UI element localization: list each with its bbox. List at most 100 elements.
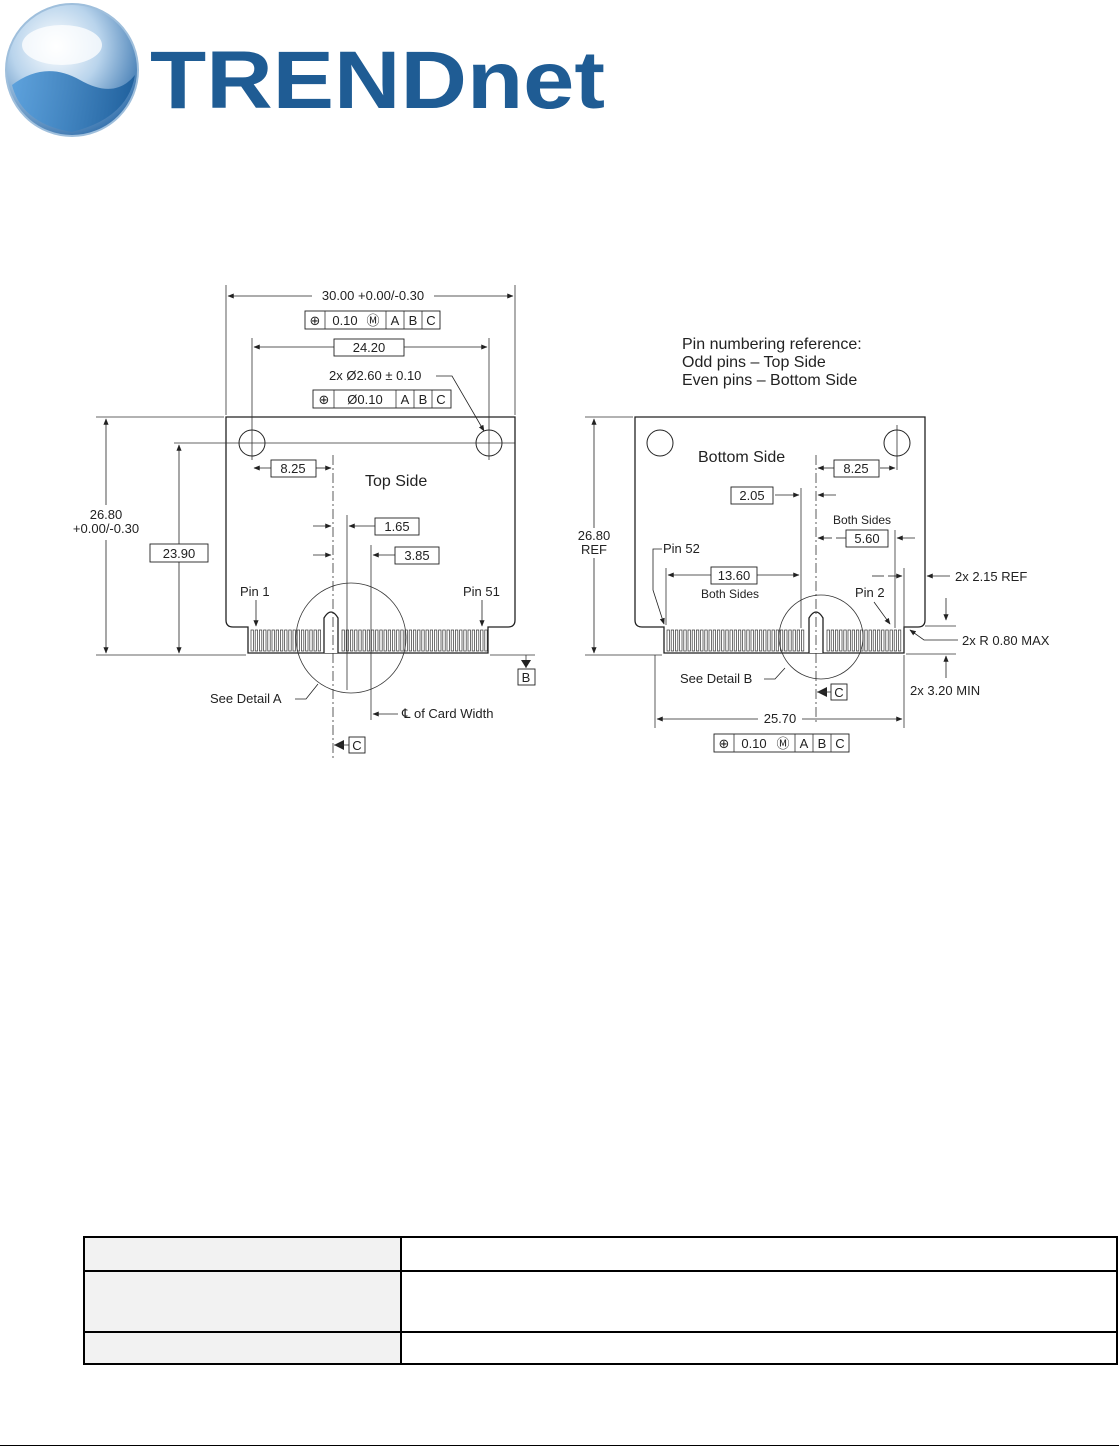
- gold-finger: [792, 629, 796, 652]
- gold-finger: [463, 629, 467, 652]
- table-row: [83, 1236, 1118, 1272]
- bottom-side-label: Bottom Side: [698, 449, 785, 466]
- gold-finger: [725, 629, 729, 652]
- gold-finger: [784, 629, 788, 652]
- svg-text:B: B: [419, 392, 428, 407]
- gold-finger: [835, 629, 839, 652]
- logo-wordmark: TRENDnet: [150, 35, 605, 126]
- gold-finger: [700, 629, 704, 652]
- gold-finger: [288, 629, 292, 652]
- gold-finger: [313, 629, 317, 652]
- svg-text:B: B: [818, 736, 827, 751]
- gold-finger: [375, 629, 379, 652]
- dim-8-25-bottom: 8.25: [843, 461, 868, 476]
- table-row: [83, 1270, 1118, 1333]
- dim-25-70: 25.70: [764, 711, 797, 726]
- svg-text:A: A: [401, 392, 410, 407]
- gold-finger: [396, 629, 400, 652]
- gold-finger: [383, 629, 387, 652]
- gold-finger: [471, 629, 475, 652]
- dim-height-ref: REF: [581, 542, 607, 557]
- gold-finger: [280, 629, 284, 652]
- svg-text:C: C: [436, 392, 445, 407]
- svg-text:Ø0.10: Ø0.10: [347, 392, 382, 407]
- gold-finger: [704, 629, 708, 652]
- gold-finger: [801, 629, 805, 652]
- gold-finger: [271, 629, 275, 652]
- svg-text:B: B: [409, 313, 418, 328]
- gold-finger: [898, 629, 902, 652]
- gold-finger: [839, 629, 843, 652]
- gold-finger: [408, 629, 412, 652]
- gold-finger: [746, 629, 750, 652]
- dim-hole-spacing: 24.20: [353, 340, 386, 355]
- gold-finger: [729, 629, 733, 652]
- gold-finger: [438, 629, 442, 652]
- datum-c-top: C: [352, 738, 361, 753]
- svg-text:Ⓜ: Ⓜ: [366, 313, 379, 328]
- gold-finger: [771, 629, 775, 652]
- see-detail-b: See Detail B: [680, 671, 752, 686]
- top-gold-fingers: [250, 629, 488, 652]
- gold-finger: [670, 629, 674, 652]
- dim-overall-width: 30.00 +0.00/-0.30: [322, 288, 424, 303]
- svg-text:C: C: [835, 736, 844, 751]
- globe-icon: [5, 3, 139, 137]
- footer-rule: [0, 1445, 1119, 1446]
- gold-finger: [263, 629, 267, 652]
- gold-finger: [434, 629, 438, 652]
- hole-callout: 2x Ø2.60 ± 0.10: [329, 368, 421, 383]
- datum-c-bottom: C: [834, 685, 843, 700]
- gold-finger: [254, 629, 258, 652]
- svg-text:0.10: 0.10: [741, 736, 766, 751]
- pin-ref-even: Even pins – Bottom Side: [682, 372, 857, 389]
- gold-finger: [350, 629, 354, 652]
- gold-finger: [877, 629, 881, 652]
- gold-finger: [679, 629, 683, 652]
- dim-height-top: 26.80: [90, 507, 123, 522]
- table-cell: [83, 1270, 402, 1333]
- gold-finger: [666, 629, 670, 652]
- table-cell: [400, 1236, 1118, 1272]
- gold-finger: [309, 629, 313, 652]
- bottom-hole-left: [646, 429, 674, 457]
- gold-finger: [267, 629, 271, 652]
- gold-finger: [392, 629, 396, 652]
- gold-finger: [459, 629, 463, 652]
- card-width-centerline: ℄ of Card Width: [401, 706, 493, 721]
- bottom-side-view: Pin numbering reference: Odd pins – Top …: [578, 336, 1050, 753]
- datum-b: B: [522, 670, 531, 685]
- top-card-outline: [225, 416, 516, 654]
- gold-finger: [796, 629, 800, 652]
- gold-finger: [421, 629, 425, 652]
- dim-3-20-min: 2x 3.20 MIN: [910, 683, 980, 698]
- both-sides-label-1: Both Sides: [833, 513, 891, 527]
- pin-ref-title: Pin numbering reference:: [682, 336, 862, 353]
- gold-finger: [366, 629, 370, 652]
- dim-23-90: 23.90: [163, 546, 196, 561]
- gold-finger: [717, 629, 721, 652]
- gold-finger: [696, 629, 700, 652]
- table-row: [83, 1331, 1118, 1365]
- gold-finger: [847, 629, 851, 652]
- dim-2-05: 2.05: [739, 488, 764, 503]
- top-key-slot: [323, 611, 339, 653]
- dim-radius: 2x R 0.80 MAX: [962, 633, 1050, 648]
- svg-text:A: A: [391, 313, 400, 328]
- gold-finger: [691, 629, 695, 652]
- svg-text:C: C: [426, 313, 435, 328]
- table-cell: [400, 1331, 1118, 1365]
- gold-finger: [292, 629, 296, 652]
- gold-finger: [687, 629, 691, 652]
- both-sides-label-2: Both Sides: [701, 587, 759, 601]
- gold-finger: [843, 629, 847, 652]
- gold-finger: [712, 629, 716, 652]
- mini-pcie-card-drawing: 30.00 +0.00/-0.30 ⊕ 0.10 Ⓜ A B C 24.20 2…: [73, 285, 1050, 760]
- trendnet-logo: TRENDnet: [5, 3, 605, 137]
- gold-finger: [868, 629, 872, 652]
- svg-text:⊕: ⊕: [319, 392, 330, 407]
- svg-text:A: A: [800, 736, 809, 751]
- gold-finger: [851, 629, 855, 652]
- gold-finger: [400, 629, 404, 652]
- gold-finger: [889, 629, 893, 652]
